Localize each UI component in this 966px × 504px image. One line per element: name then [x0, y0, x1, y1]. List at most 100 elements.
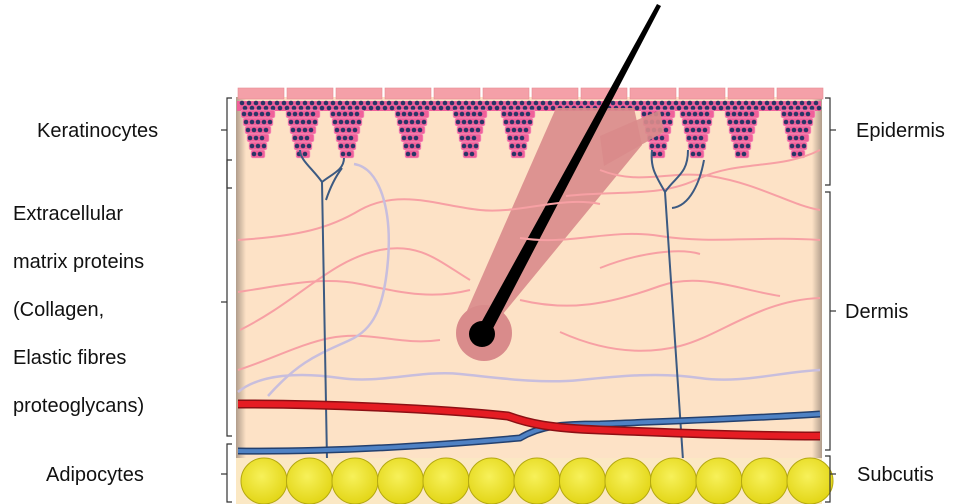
keratinocyte-nucleus	[305, 112, 310, 117]
keratinocyte-nucleus	[408, 101, 413, 106]
keratinocyte-nucleus	[355, 112, 360, 117]
keratinocyte-nucleus	[474, 106, 479, 111]
keratinocyte-nucleus	[693, 136, 698, 141]
keratinocyte-nucleus	[474, 120, 479, 125]
keratinocyte-nucleus	[792, 152, 797, 157]
keratinocyte-nucleus	[732, 112, 737, 117]
keratinocyte-nucleus	[732, 136, 737, 141]
keratinocyte-nucleus	[242, 112, 247, 117]
keratinocyte-nucleus	[548, 101, 553, 106]
adipocyte	[742, 458, 788, 504]
keratinocyte-nucleus	[470, 128, 475, 133]
keratinocyte-nucleus	[397, 106, 402, 111]
keratinocyte-nucleus	[746, 144, 751, 149]
keratinocyte-nucleus	[796, 120, 801, 125]
keratinocyte-nucleus	[514, 112, 519, 117]
adipocyte	[696, 458, 742, 504]
keratinocyte-nucleus	[788, 136, 793, 141]
keratinocyte-nucleus	[343, 112, 348, 117]
keratinocyte-nucleus	[734, 144, 739, 149]
keratinocyte-nucleus	[470, 152, 475, 157]
keratinocyte-nucleus	[410, 120, 415, 125]
keratinocyte-nucleus	[400, 128, 405, 133]
keratinocyte-nucleus	[779, 101, 784, 106]
keratinocyte-nucleus	[508, 112, 513, 117]
bracket-adipocytes	[227, 444, 232, 502]
keratinocyte-nucleus	[674, 101, 679, 106]
keratinocyte-nucleus	[502, 106, 507, 111]
keratinocyte-nucleus	[817, 106, 822, 111]
keratinocyte-nucleus	[772, 101, 777, 106]
keratinocyte-nucleus	[510, 120, 515, 125]
keratinocyte-nucleus	[758, 101, 763, 106]
keratinocyte-nucleus	[590, 101, 595, 106]
keratinocyte-nucleus	[243, 106, 248, 111]
adipocyte	[241, 458, 287, 504]
bracket-dermis	[825, 192, 830, 450]
keratinocyte-nucleus	[800, 136, 805, 141]
keratinocyte-nucleus	[649, 106, 654, 111]
keratinocyte-nucleus	[406, 128, 411, 133]
keratinocyte-nucleus	[338, 101, 343, 106]
keratinocyte-nucleus	[418, 128, 423, 133]
keratinocyte-nucleus	[334, 106, 339, 111]
keratinocyte-nucleus	[782, 106, 787, 111]
keratinocyte-nucleus	[660, 101, 665, 106]
keratinocyte-nucleus	[689, 120, 694, 125]
keratinocyte-nucleus	[656, 144, 661, 149]
keratinocyte-nucleus	[404, 120, 409, 125]
keratinocyte-nucleus	[402, 136, 407, 141]
keratinocyte-nucleus	[415, 101, 420, 106]
keratinocyte-nucleus	[597, 101, 602, 106]
keratinocyte-nucleus	[677, 106, 682, 111]
keratinocyte-nucleus	[299, 112, 304, 117]
keratinocyte-nucleus	[254, 101, 259, 106]
keratinocyte-nucleus	[296, 101, 301, 106]
keratinocyte-nucleus	[468, 120, 473, 125]
keratinocyte-nucleus	[464, 128, 469, 133]
keratinocyte-nucleus	[260, 112, 265, 117]
keratinocyte-nucleus	[311, 112, 316, 117]
keratinocyte-nucleus	[324, 101, 329, 106]
keratinocyte-nucleus	[306, 106, 311, 111]
keratinocyte-nucleus	[402, 112, 407, 117]
keratinocyte-nucleus	[541, 101, 546, 106]
keratinocyte-nucleus	[362, 106, 367, 111]
keratinocyte-nucleus	[472, 112, 477, 117]
keratinocyte-nucleus	[247, 101, 252, 106]
keratinocyte-nucleus	[261, 101, 266, 106]
keratinocyte-nucleus	[803, 106, 808, 111]
keratinocyte-nucleus	[429, 101, 434, 106]
keratinocyte-nucleus	[744, 136, 749, 141]
corneum-segment	[777, 88, 823, 99]
keratinocyte-nucleus	[282, 101, 287, 106]
keratinocyte-nucleus	[295, 120, 300, 125]
corneum-segment	[532, 88, 578, 99]
keratinocyte-nucleus	[468, 144, 473, 149]
keratinocyte-nucleus	[765, 101, 770, 106]
label-ecm-line-3: (Collagen,	[13, 300, 104, 320]
keratinocyte-nucleus	[353, 128, 358, 133]
keratinocyte-nucleus	[555, 101, 560, 106]
keratinocyte-nucleus	[299, 106, 304, 111]
keratinocyte-nucleus	[703, 128, 708, 133]
keratinocyte-nucleus	[275, 101, 280, 106]
keratinocyte-nucleus	[509, 106, 514, 111]
keratinocyte-nucleus	[576, 101, 581, 106]
keratinocyte-nucleus	[295, 144, 300, 149]
keratinocyte-nucleus	[349, 112, 354, 117]
keratinocyte-nucleus	[404, 106, 409, 111]
keratinocyte-nucleus	[740, 120, 745, 125]
keratinocyte-nucleus	[524, 128, 529, 133]
keratinocyte-nucleus	[299, 136, 304, 141]
keratinocyte-nucleus	[285, 106, 290, 111]
keratinocyte-nucleus	[747, 106, 752, 111]
keratinocyte-nucleus	[492, 101, 497, 106]
keratinocyte-nucleus	[337, 112, 342, 117]
keratinocyte-nucleus	[618, 101, 623, 106]
keratinocyte-nucleus	[333, 120, 338, 125]
corneum-segment	[728, 88, 774, 99]
keratinocyte-nucleus	[514, 136, 519, 141]
keratinocyte-nucleus	[691, 106, 696, 111]
keratinocyte-nucleus	[656, 106, 661, 111]
